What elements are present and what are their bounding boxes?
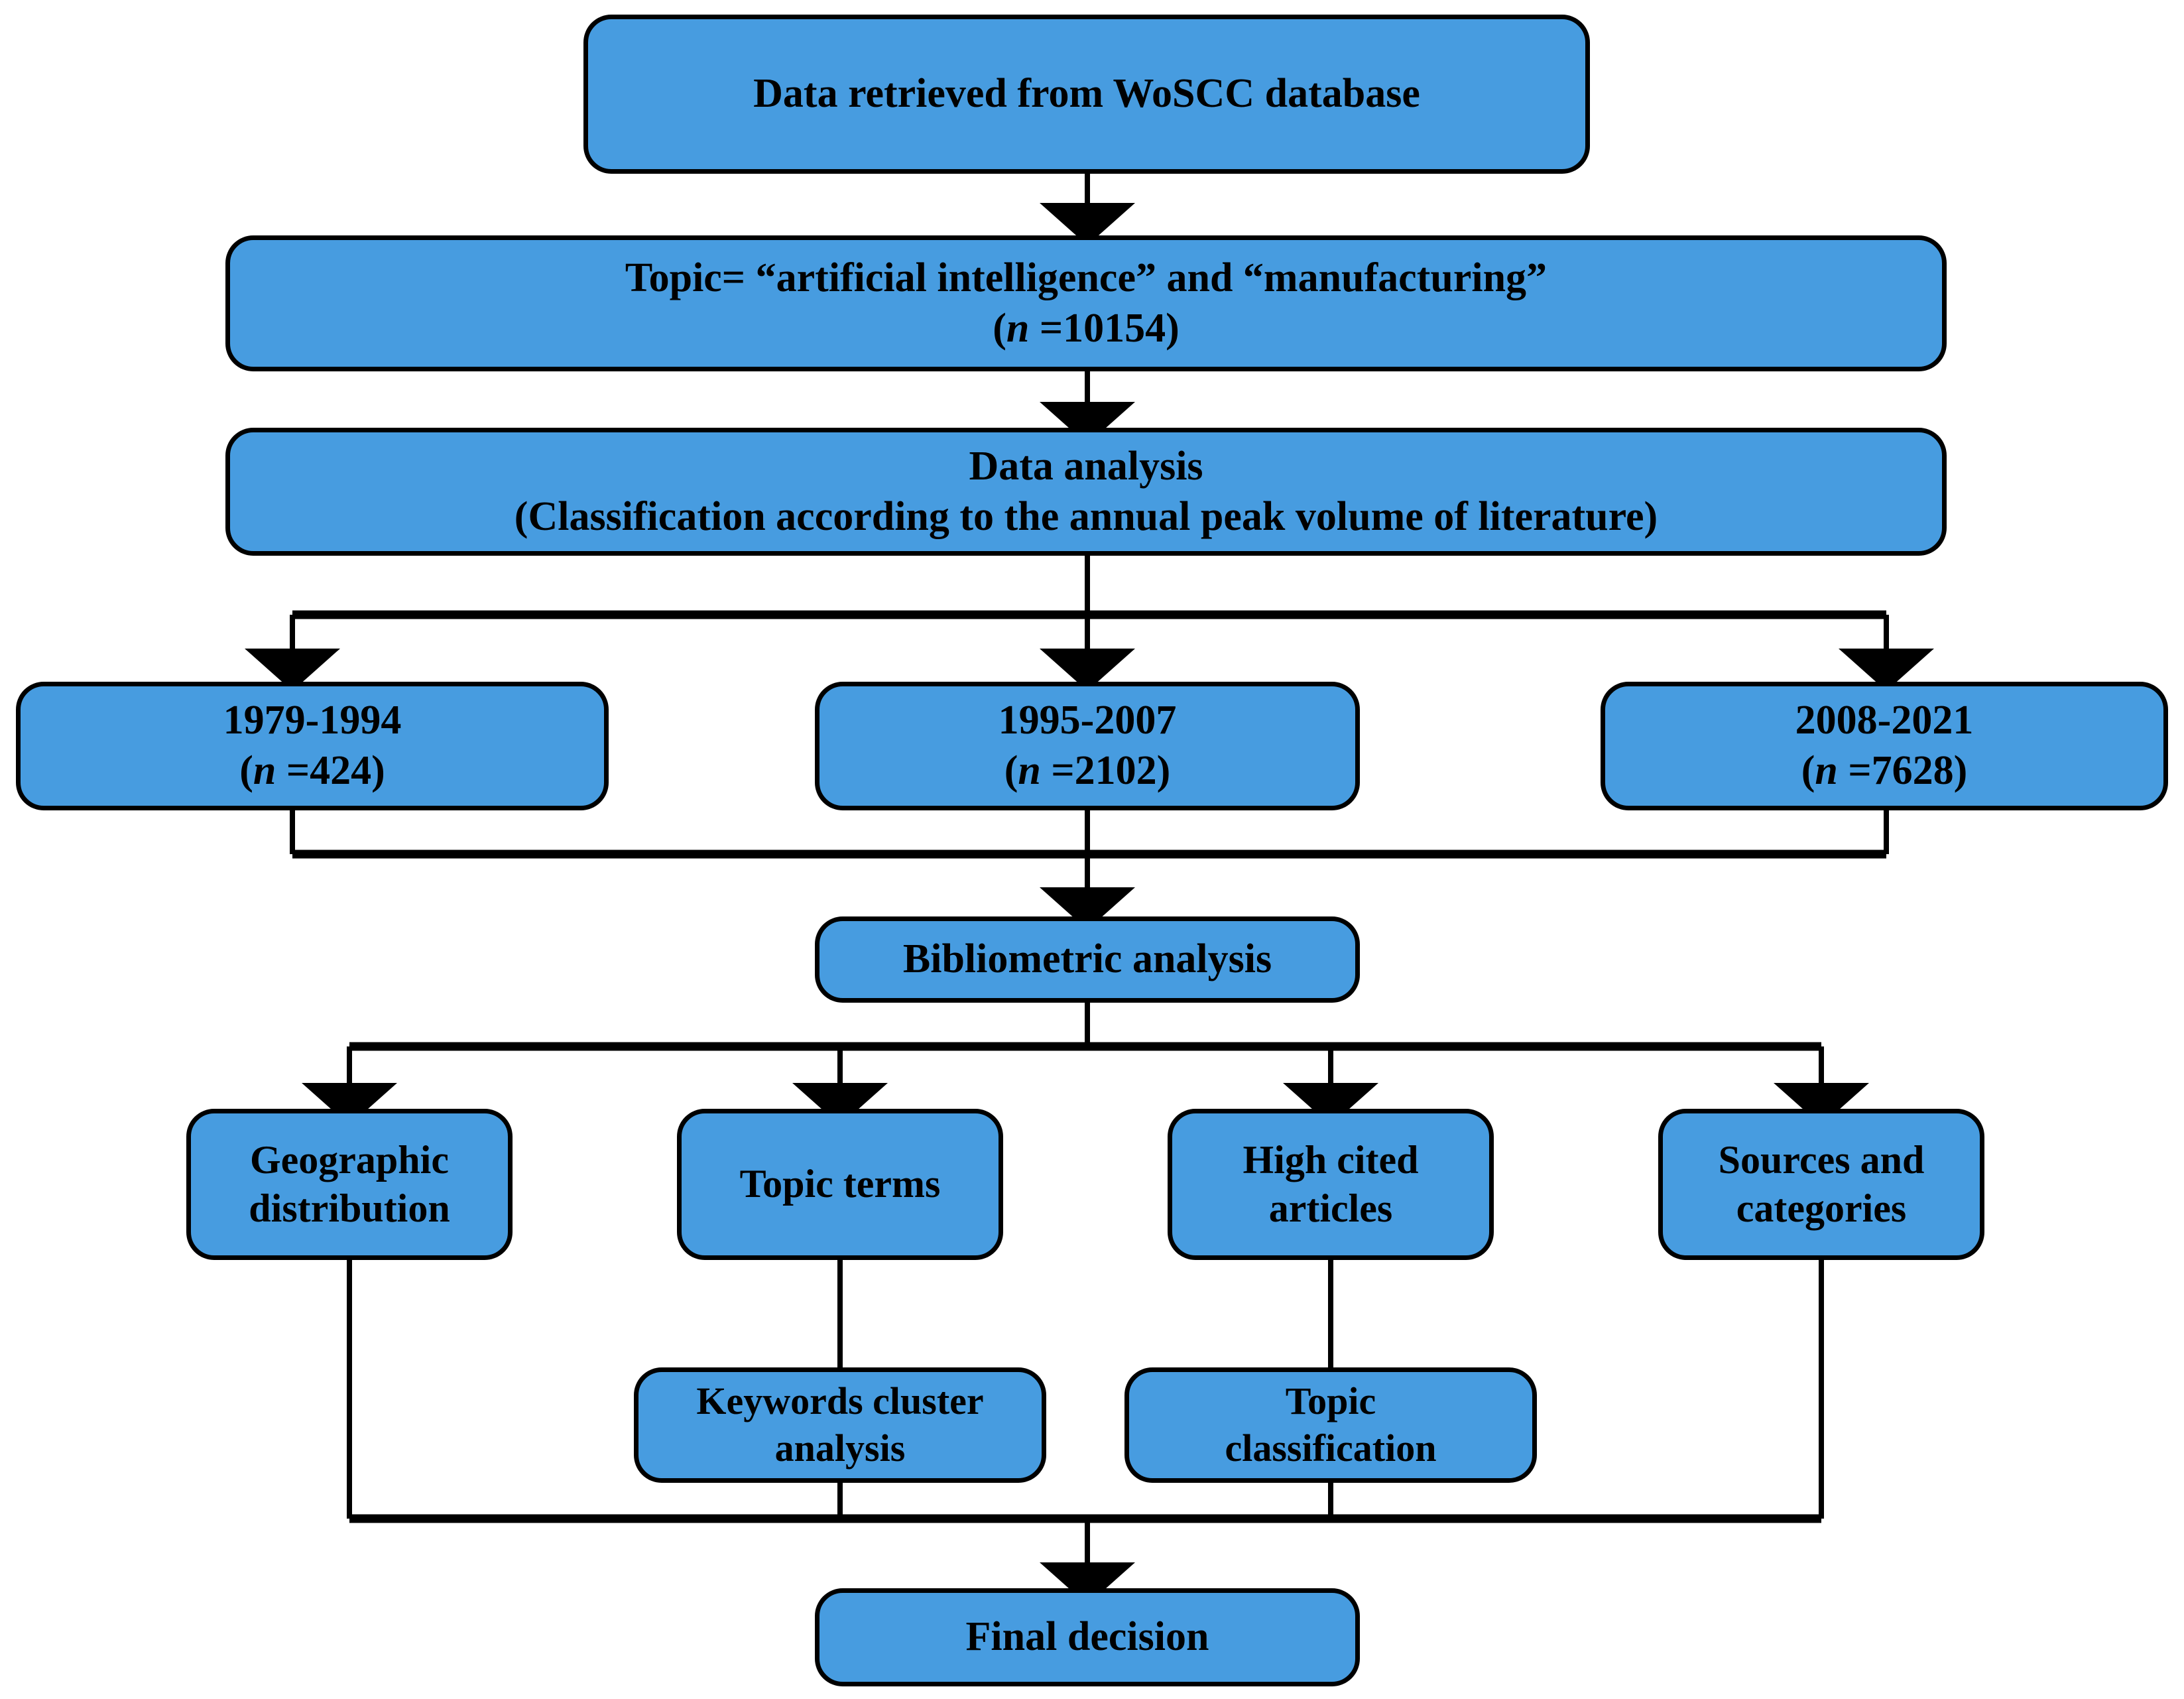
node-high-cited-articles[interactable]: High cited articles xyxy=(1168,1109,1494,1260)
node-source[interactable]: Data retrieved from WoSCC database xyxy=(583,15,1590,174)
node-period3-count-value: =7628) xyxy=(1837,748,1968,793)
node-analysis-line1: Data analysis xyxy=(969,443,1203,489)
node-period1-count-prefix: ( xyxy=(239,748,253,793)
node-query-count-prefix: ( xyxy=(993,305,1006,351)
node-keywords-cluster-analysis[interactable]: Keywords cluster analysis xyxy=(634,1367,1046,1483)
node-period1-years: 1979-1994 xyxy=(223,698,402,743)
node-high-cited-line2: articles xyxy=(1268,1186,1393,1230)
node-analysis-line2: (Classification according to the annual … xyxy=(514,493,1658,539)
node-query-count-value: =10154) xyxy=(1029,305,1180,351)
node-source-line1: Data retrieved from WoSCC database xyxy=(753,71,1420,117)
node-topic-classification-line1: Topic xyxy=(1285,1379,1376,1423)
node-keywords-line1: Keywords cluster xyxy=(696,1379,984,1423)
node-analysis[interactable]: Data analysis (Classification according … xyxy=(225,428,1947,556)
node-period1-count-value: =424) xyxy=(276,748,385,793)
node-query[interactable]: Topic= “artificial intelligence” and “ma… xyxy=(225,235,1947,371)
node-keywords-line2: analysis xyxy=(774,1426,906,1470)
node-topic-terms-label: Topic terms xyxy=(739,1162,941,1206)
node-geographic-line2: distribution xyxy=(249,1186,450,1230)
node-period1-count: (n =424) xyxy=(21,746,604,796)
node-period3-count-prefix: ( xyxy=(1801,748,1815,793)
node-sources-line1: Sources and xyxy=(1718,1137,1925,1182)
node-query-line2: (n =10154) xyxy=(230,304,1942,354)
node-topic-classification[interactable]: Topic classification xyxy=(1124,1367,1537,1483)
node-high-cited-line1: High cited xyxy=(1243,1137,1419,1182)
node-period3-count: (n =7628) xyxy=(1605,746,2163,796)
node-period-2008-2021[interactable]: 2008-2021 (n =7628) xyxy=(1601,682,2168,810)
node-period3-years: 2008-2021 xyxy=(1795,698,1974,743)
node-period2-count: (n =2102) xyxy=(819,746,1355,796)
node-topic-terms[interactable]: Topic terms xyxy=(677,1109,1003,1260)
node-period2-count-prefix: ( xyxy=(1004,748,1018,793)
node-period2-count-value: =2102) xyxy=(1040,748,1171,793)
node-sources-and-categories[interactable]: Sources and categories xyxy=(1658,1109,1984,1260)
node-period2-years: 1995-2007 xyxy=(998,698,1177,743)
node-bibliometric-analysis[interactable]: Bibliometric analysis xyxy=(815,916,1360,1003)
node-query-line1: Topic= “artificial intelligence” and “ma… xyxy=(625,255,1547,300)
node-bibliometric-label: Bibliometric analysis xyxy=(902,936,1272,982)
node-final-decision-label: Final decision xyxy=(965,1614,1209,1660)
node-topic-classification-line2: classification xyxy=(1225,1426,1437,1470)
node-query-count-symbol: n xyxy=(1006,305,1030,351)
node-final-decision[interactable]: Final decision xyxy=(815,1588,1360,1686)
node-period-1995-2007[interactable]: 1995-2007 (n =2102) xyxy=(815,682,1360,810)
node-period-1979-1994[interactable]: 1979-1994 (n =424) xyxy=(16,682,609,810)
node-period3-count-symbol: n xyxy=(1815,748,1838,793)
node-geographic-distribution[interactable]: Geographic distribution xyxy=(186,1109,513,1260)
node-geographic-line1: Geographic xyxy=(250,1137,449,1182)
node-period2-count-symbol: n xyxy=(1018,748,1041,793)
node-period1-count-symbol: n xyxy=(253,748,276,793)
node-sources-line2: categories xyxy=(1736,1186,1907,1230)
